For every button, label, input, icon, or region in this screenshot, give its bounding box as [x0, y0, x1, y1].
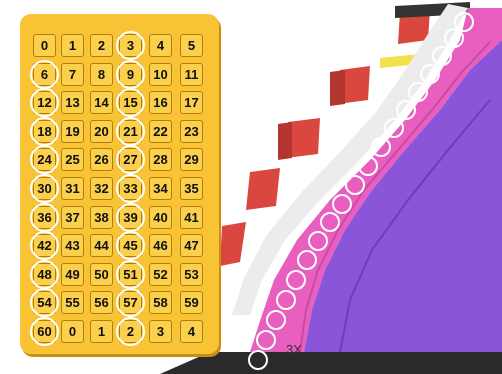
number-cell-highlighted: 60 [33, 320, 56, 343]
number-cell: 11 [180, 63, 203, 86]
number-cell-highlighted: 36 [33, 206, 56, 229]
number-cell: 4 [149, 34, 172, 57]
number-cell: 31 [61, 177, 84, 200]
number-cell: 1 [90, 320, 113, 343]
number-cell: 4 [180, 320, 203, 343]
number-cell: 50 [90, 263, 113, 286]
number-cell: 34 [149, 177, 172, 200]
number-cell-highlighted: 24 [33, 148, 56, 171]
number-cell: 52 [149, 263, 172, 286]
number-cell: 16 [149, 91, 172, 114]
number-cell: 46 [149, 234, 172, 257]
number-cell: 47 [180, 234, 203, 257]
number-cell-highlighted: 2 [119, 320, 142, 343]
number-cell-highlighted: 30 [33, 177, 56, 200]
dial-base-shadow [160, 352, 502, 374]
number-cell-highlighted: 27 [119, 148, 142, 171]
number-cell-highlighted: 54 [33, 291, 56, 314]
number-cell-highlighted: 39 [119, 206, 142, 229]
number-cell: 0 [61, 320, 84, 343]
number-cell: 53 [180, 263, 203, 286]
number-cell-highlighted: 9 [119, 63, 142, 86]
number-cell: 44 [90, 234, 113, 257]
number-cell: 29 [180, 148, 203, 171]
number-cell: 5 [180, 34, 203, 57]
number-cell-highlighted: 51 [119, 263, 142, 286]
number-cell: 17 [180, 91, 203, 114]
number-cell-highlighted: 15 [119, 91, 142, 114]
number-cell: 22 [149, 120, 172, 143]
number-cell-highlighted: 33 [119, 177, 142, 200]
number-cell-highlighted: 18 [33, 120, 56, 143]
number-cell: 38 [90, 206, 113, 229]
number-cell-highlighted: 3 [119, 34, 142, 57]
number-cell-highlighted: 57 [119, 291, 142, 314]
number-cell: 20 [90, 120, 113, 143]
number-cell: 37 [61, 206, 84, 229]
number-cell: 40 [149, 206, 172, 229]
number-cell: 7 [61, 63, 84, 86]
number-cell: 59 [180, 291, 203, 314]
number-cell-highlighted: 48 [33, 263, 56, 286]
number-cell: 28 [149, 148, 172, 171]
number-cell: 35 [180, 177, 203, 200]
number-cell: 56 [90, 291, 113, 314]
number-cell: 55 [61, 291, 84, 314]
number-cell: 49 [61, 263, 84, 286]
number-cell: 0 [33, 34, 56, 57]
number-cell: 2 [90, 34, 113, 57]
number-cell-highlighted: 42 [33, 234, 56, 257]
number-cell-highlighted: 12 [33, 91, 56, 114]
number-cell: 3 [149, 320, 172, 343]
number-cell: 26 [90, 148, 113, 171]
number-cell: 41 [180, 206, 203, 229]
number-cell: 1 [61, 34, 84, 57]
number-cell: 14 [90, 91, 113, 114]
number-cell-highlighted: 45 [119, 234, 142, 257]
number-cell: 19 [61, 120, 84, 143]
number-cell-highlighted: 21 [119, 120, 142, 143]
number-cell: 58 [149, 291, 172, 314]
number-cell: 13 [61, 91, 84, 114]
number-cell: 10 [149, 63, 172, 86]
number-cell: 23 [180, 120, 203, 143]
number-cell-highlighted: 6 [33, 63, 56, 86]
number-cell: 32 [90, 177, 113, 200]
number-cell: 25 [61, 148, 84, 171]
number-cell: 8 [90, 63, 113, 86]
dial-label-3x: 3X [286, 342, 302, 357]
number-cell: 43 [61, 234, 84, 257]
